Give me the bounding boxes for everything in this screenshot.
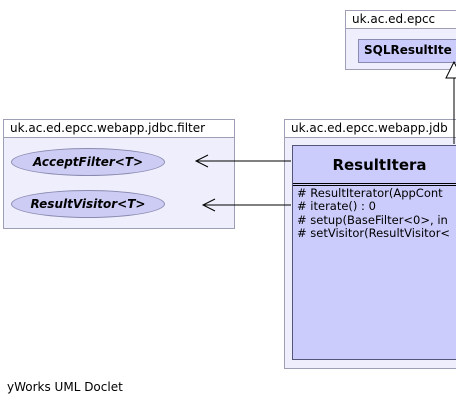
method-item: # iterate() : 0 (297, 199, 376, 214)
generalization-arrowhead (445, 60, 456, 79)
method-item: # setup(BaseFilter<0>, in (297, 212, 448, 227)
resultiterator-class-name: ResultItera (332, 155, 427, 174)
package-epcc-label: uk.ac.ed.epcc (346, 11, 456, 29)
dependency-resultvisitor-arrowhead (201, 198, 216, 212)
method-item: # ResultIterator(AppCont (297, 186, 443, 200)
method-list: # ResultIterator(AppCont # iterate() : 0… (297, 186, 451, 241)
sqlresultiterator-class[interactable]: SQLResultIte (358, 39, 456, 63)
dependency-acceptfilter-arrowhead (194, 154, 209, 168)
package-jdbc-filter: uk.ac.ed.epcc.webapp.jdbc.filter AcceptF… (3, 119, 235, 229)
footer-credit: yWorks UML Doclet (7, 380, 123, 394)
package-jdbc-filter-label: uk.ac.ed.epcc.webapp.jdbc.filter (4, 120, 234, 138)
attributes-divider (293, 183, 456, 184)
acceptfilter-interface[interactable]: AcceptFilter<T> (11, 148, 165, 176)
resultvisitor-interface[interactable]: ResultVisitor<T> (11, 190, 165, 218)
package-jdbc-label: uk.ac.ed.epcc.webapp.jdb (285, 120, 456, 138)
package-jdbc: uk.ac.ed.epcc.webapp.jdb ResultItera # R… (284, 119, 456, 369)
package-epcc: uk.ac.ed.epcc SQLResultIte (345, 10, 456, 70)
methods-divider (293, 185, 456, 186)
method-item: # setVisitor(ResultVisitor< (297, 226, 451, 241)
resultiterator-class[interactable]: ResultItera # ResultIterator(AppCont # i… (292, 145, 456, 360)
